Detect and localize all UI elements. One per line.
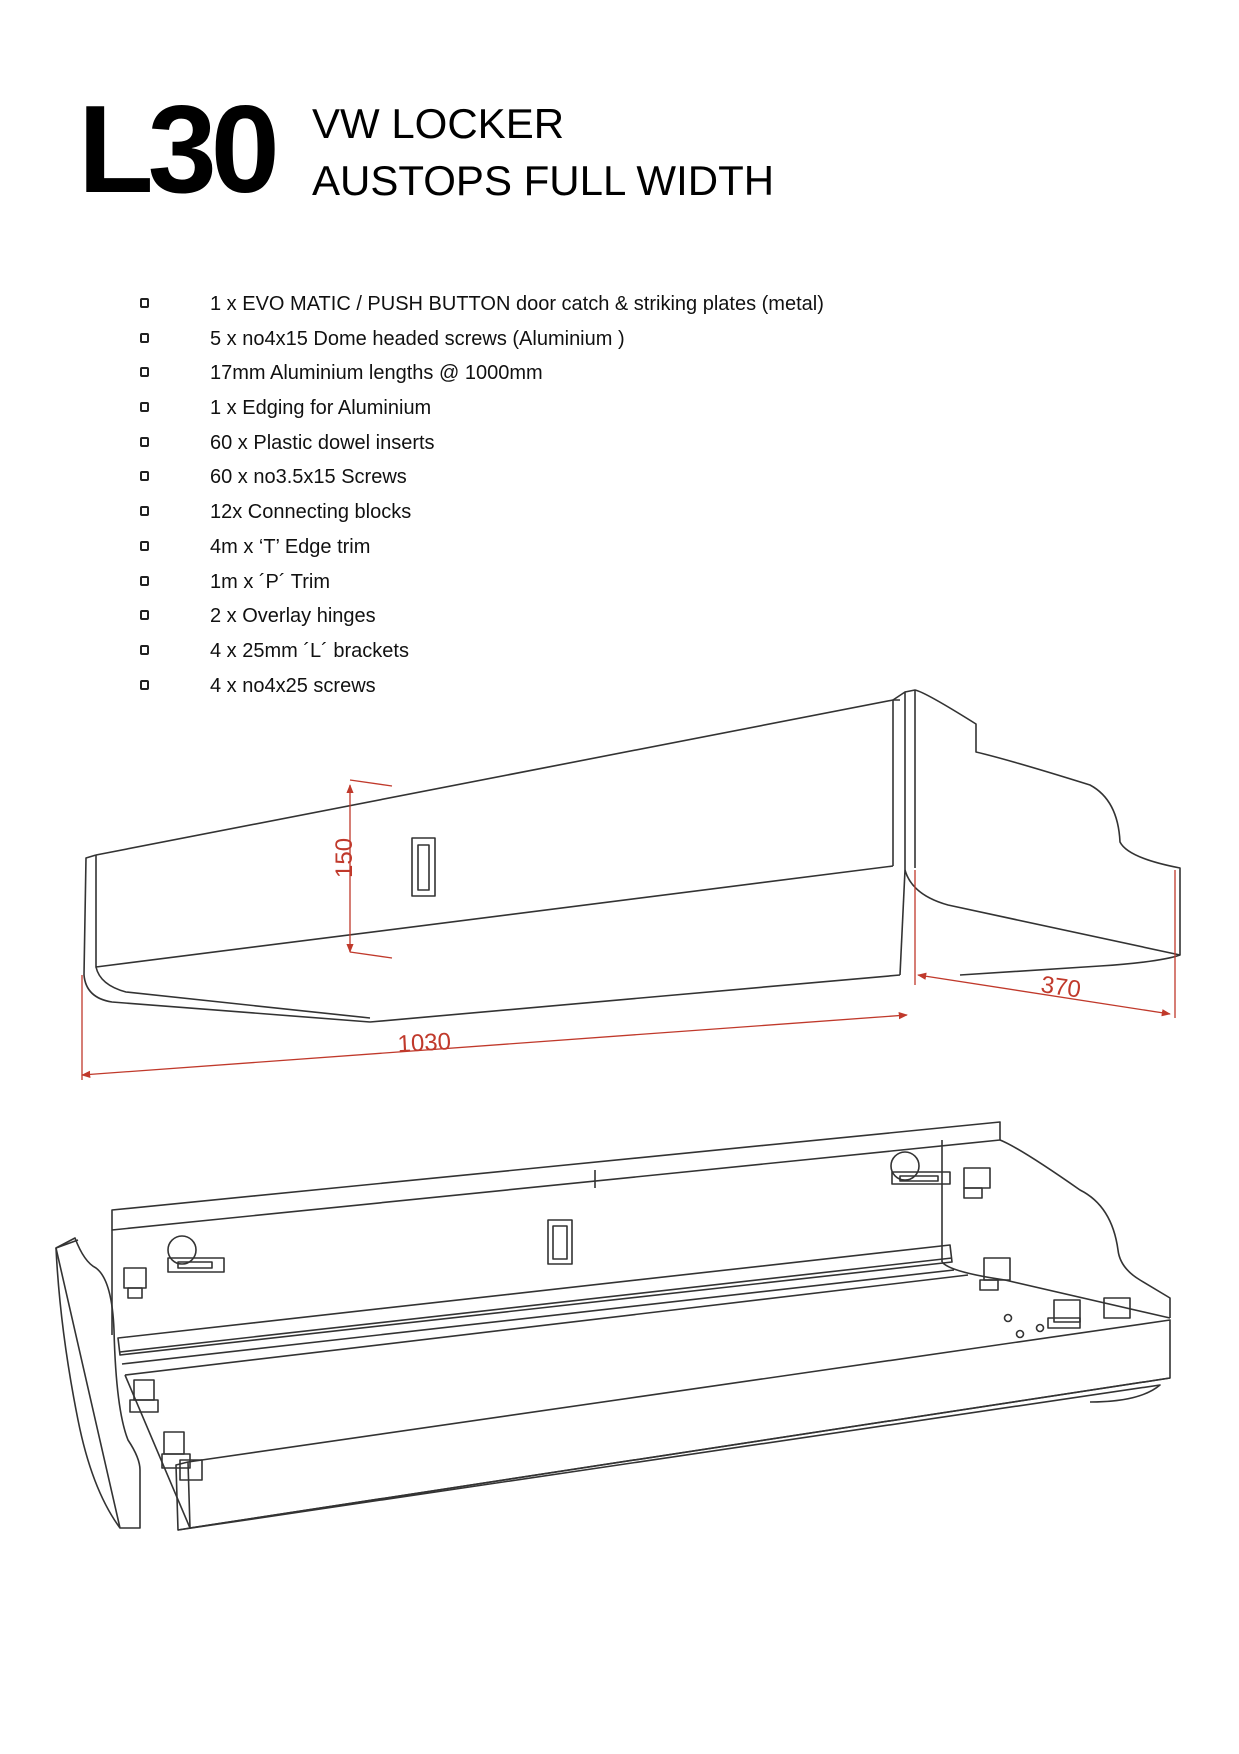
part-label: 2 x Overlay hinges (210, 605, 376, 628)
part-label: 4m x ‘T’ Edge trim (210, 535, 371, 558)
assembled-locker-drawing (83, 689, 1181, 1023)
part-label: 4 x no4x25 screws (210, 674, 376, 697)
part-label: 17mm Aluminium lengths @ 1000mm (210, 362, 543, 385)
checkbox-icon[interactable] (140, 575, 149, 586)
product-title-line-1: VW LOCKER (312, 100, 565, 147)
part-label: 60 x Plastic dowel inserts (210, 431, 435, 454)
checkbox-icon[interactable] (140, 436, 149, 447)
part-label: 5 x no4x15 Dome headed screws (Aluminium… (210, 327, 625, 350)
checkbox-icon[interactable] (140, 298, 149, 308)
part-label: 1m x ´P´ Trim (210, 570, 330, 593)
dimension-lines (81, 779, 1176, 1080)
checkbox-icon[interactable] (140, 506, 149, 517)
checkbox-icon[interactable] (140, 402, 149, 413)
part-label: 4 x 25mm ´L´ brackets (210, 639, 409, 662)
part-label: 1 x EVO MATIC / PUSH BUTTON door catch &… (210, 293, 824, 315)
part-label: 1 x Edging for Aluminium (210, 397, 432, 420)
dimension-height-label: 150 (331, 838, 358, 878)
part-label: 12x Connecting blocks (210, 501, 412, 524)
checkbox-icon[interactable] (140, 367, 149, 378)
checkbox-icon[interactable] (140, 610, 149, 621)
product-title-line-2: AUSTOPS FULL WIDTH (312, 157, 775, 204)
checkbox-icon[interactable] (140, 679, 149, 690)
checkbox-icon[interactable] (140, 644, 149, 655)
checkbox-icon[interactable] (140, 332, 149, 343)
dimension-depth-label: 370 (1039, 971, 1082, 1003)
checkbox-icon[interactable] (140, 540, 149, 551)
product-code: L30 (78, 81, 280, 219)
checkbox-icon[interactable] (140, 471, 149, 482)
exploded-locker-drawing (55, 1121, 1171, 1531)
part-label: 60 x no3.5x15 Screws (210, 466, 407, 489)
dimension-width-label: 1030 (397, 1028, 452, 1058)
